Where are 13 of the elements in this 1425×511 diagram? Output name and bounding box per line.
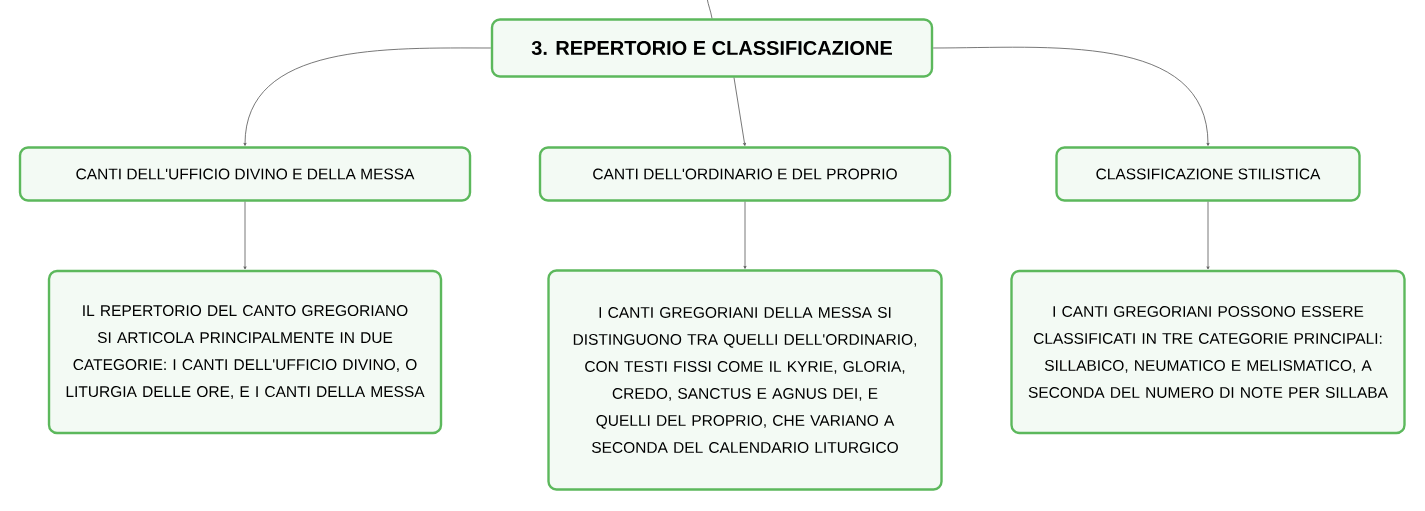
- arrow: [733, 77, 746, 146]
- description-box: IL REPERTORIO DEL CANTO GREGORIANO SI ARTICOLA PRINCIPALMENTE IN DUE CATEGORIE: I CANTI DELL'UFFICIO DIVINO, O LITURGIA DELLE ORE, E I CANTI DELLA MESSA: [47, 269, 443, 435]
- description-box: I CANTI GREGORIANI DELLA MESSA SI DISTINGUONO TRA QUELLI DELL'ORDINARIO, CON TESTI FISSI COME IL KYRIE, GLORIA, CREDO, SANCTUS E AGNUS DEI, E QUELLI DEL PROPRIO, CHE VARIANO A SECONDA DEL CALENDARIO LITURGICO: [547, 269, 943, 491]
- topic-box: CLASSIFICAZIONE STILISTICA: [1055, 146, 1361, 202]
- central-topic-box: 3. REPERTORIO E CLASSIFICAZIONE: [490, 18, 934, 78]
- arrow: [743, 201, 747, 269]
- description-box: I CANTI GREGORIANI POSSONO ESSERE CLASSIFICATI IN TRE CATEGORIE PRINCIPALI: SILLABICO, NEUMATICO E MELISMATICO, A SECONDA DEL NUMERO DI NOTE PER SILLABA: [1010, 269, 1406, 435]
- arrow: [243, 47, 492, 146]
- topic-box: CANTI DELL'ORDINARIO E DEL PROPRIO: [538, 146, 952, 202]
- arrow: [1206, 201, 1210, 270]
- topic-box: CANTI DELL'UFFICIO DIVINO E DELLA MESSA: [18, 146, 472, 202]
- arrow: [932, 46, 1210, 146]
- arrow: [243, 201, 247, 270]
